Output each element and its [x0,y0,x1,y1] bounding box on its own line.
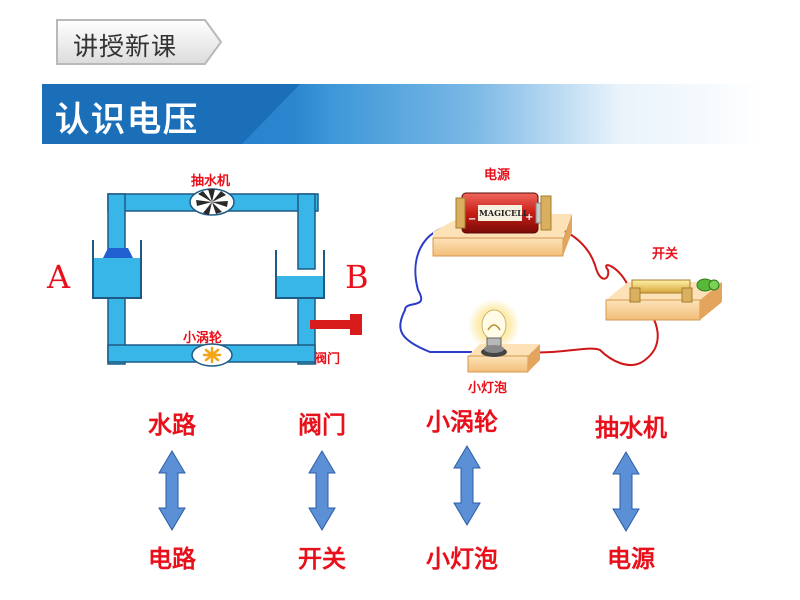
bulb-label: 小灯泡 [468,381,508,396]
water-circuit [92,188,362,367]
turbine-label: 小涡轮 [183,331,223,346]
svg-text:−: − [468,214,476,225]
valve-label: 阀门 [314,352,341,367]
section-tag-shape [56,19,223,65]
page-title: 认识电压 [55,100,199,140]
battery-board: − + [432,192,572,257]
switch-label: 开关 [652,247,679,262]
analogy-water-3: 小涡轮 [426,408,498,436]
double-arrow-3 [453,445,481,526]
section-tag: 讲授新课 [55,18,225,66]
container-a [92,240,142,299]
double-arrow-4 [612,451,640,532]
container-a-label: A [47,258,71,296]
analogy-electric-3: 小灯泡 [426,545,498,573]
red-wire-bottom [519,299,659,366]
analogy-water-1: 水路 [148,411,196,439]
analogy-electric-1: 电路 [148,545,196,573]
analogy-electric-4: 电源 [607,545,655,573]
battery-brand: MAGICELL [479,208,529,218]
red-wire-top [544,224,631,291]
title-banner-accent [42,84,300,144]
turbine [191,343,233,367]
right-upper-pipe [297,193,316,270]
double-arrow-2 [308,450,336,531]
battery-brand-plate [478,205,522,221]
analogy-water-4: 抽水机 [595,414,667,442]
blue-wire [399,224,472,353]
analogy-arrows [158,445,640,532]
switch-board [605,278,722,321]
electric-circuit: − + [399,192,722,373]
pump-label: 抽水机 [191,174,231,189]
valve [310,314,362,335]
container-b-label: B [345,258,369,296]
svg-text:+: + [525,212,533,223]
pump [189,188,235,216]
analogy-water-2: 阀门 [298,411,346,439]
bulb-board [467,299,540,373]
container-b [275,250,325,299]
analogy-electric-2: 开关 [298,545,346,573]
section-tag-label: 讲授新课 [73,32,178,61]
double-arrow-1 [158,450,186,531]
battery-label: 电源 [484,168,511,183]
